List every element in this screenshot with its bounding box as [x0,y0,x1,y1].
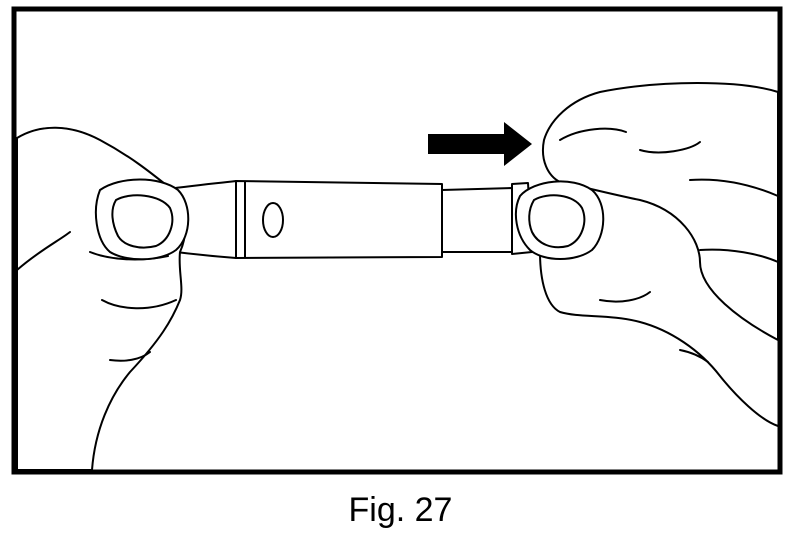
pull-arrow-right-icon [428,122,532,166]
right-fingers [539,251,779,427]
figure-caption: Fig. 27 [348,491,453,529]
right-thumbnail [528,194,586,249]
device-sleeve [441,187,513,253]
left-thumbnail [111,194,174,249]
device-window [262,202,284,238]
